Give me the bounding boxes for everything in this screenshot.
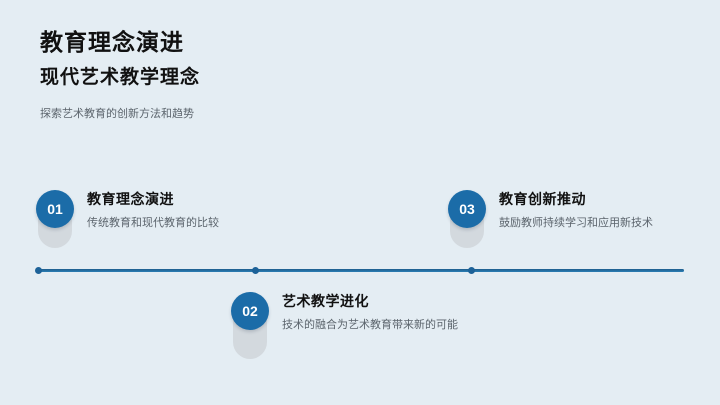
page-title: 教育理念演进 — [40, 29, 184, 55]
timeline-dot-2 — [252, 267, 259, 274]
milestone-title: 教育创新推动 — [499, 191, 586, 207]
milestone-content: 艺术教学进化 技术的融合为艺术教育带来新的可能 — [282, 292, 458, 333]
timeline-dot-1 — [35, 267, 42, 274]
milestone-title: 教育理念演进 — [87, 191, 174, 207]
badge-number: 03 — [448, 190, 486, 228]
badge-number: 01 — [36, 190, 74, 228]
slide-tagline: 探索艺术教育的创新方法和趋势 — [40, 108, 194, 121]
timeline-line — [38, 269, 684, 272]
timeline-item-1: 01 教育理念演进 传统教育和现代教育的比较 — [36, 190, 219, 248]
slide-subtitle: 现代艺术教学理念 — [40, 67, 201, 89]
milestone-content: 教育理念演进 传统教育和现代教育的比较 — [87, 190, 219, 231]
timeline-dot-3 — [468, 267, 475, 274]
milestone-description: 技术的融合为艺术教育带来新的可能 — [282, 319, 458, 332]
timeline-item-2: 02 艺术教学进化 技术的融合为艺术教育带来新的可能 — [231, 292, 458, 359]
milestone-title: 艺术教学进化 — [282, 293, 369, 309]
slide-header: 教育理念演进 现代艺术教学理念 探索艺术教育的创新方法和趋势 — [40, 30, 200, 120]
badge-number: 02 — [231, 292, 269, 330]
milestone-badge-1: 01 — [36, 190, 74, 248]
milestone-content: 教育创新推动 鼓励教师持续学习和应用新技术 — [499, 190, 653, 231]
timeline-item-3: 03 教育创新推动 鼓励教师持续学习和应用新技术 — [448, 190, 653, 248]
milestone-description: 鼓励教师持续学习和应用新技术 — [499, 217, 653, 230]
milestone-badge-3: 03 — [448, 190, 486, 248]
milestone-badge-2: 02 — [231, 292, 269, 359]
milestone-description: 传统教育和现代教育的比较 — [87, 217, 219, 230]
